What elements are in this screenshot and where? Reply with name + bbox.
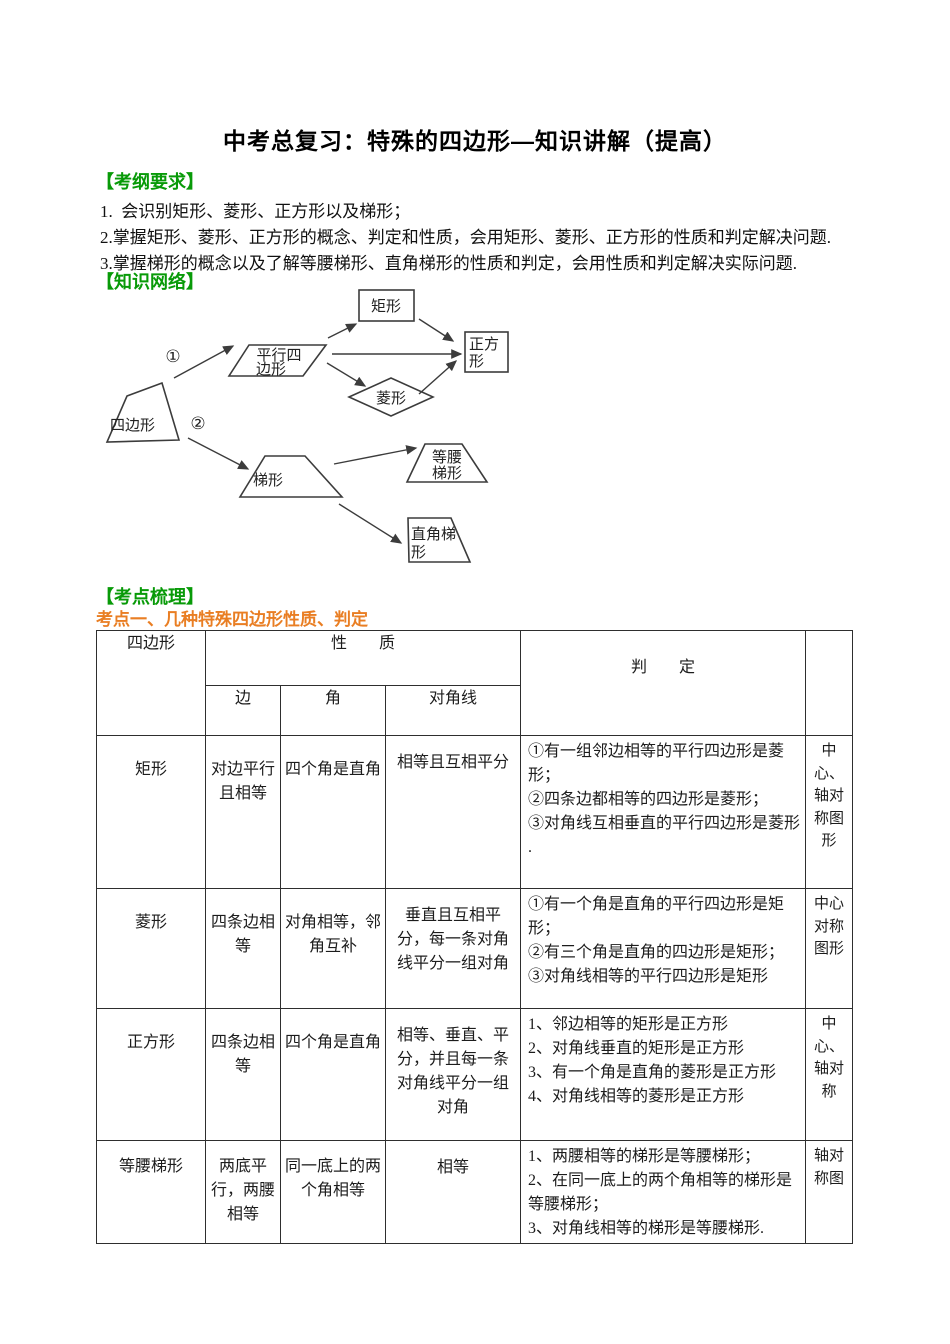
- header-cell-judgement: 判 定: [520, 630, 807, 736]
- table-header-row-2: 边 角 对角线: [97, 685, 853, 736]
- header-cell-symmetry: [805, 630, 854, 736]
- rectangle-node-label: 矩形: [371, 298, 401, 315]
- header-cell-angle: 角: [280, 685, 386, 736]
- arrow-quad-to-parallelogram: [173, 345, 235, 379]
- cell-name: 等腰梯形: [96, 1140, 206, 1244]
- cell-side: 四条边相等: [205, 1008, 281, 1141]
- cell-judgement: 1、邻边相等的矩形是正方形 2、对角线垂直的矩形是正方形 3、有一个角是直角的菱…: [520, 1008, 807, 1141]
- arrow-parallelogram-to-rectangle: [327, 323, 358, 339]
- cell-name: 矩形: [96, 735, 206, 889]
- table-row-square: 正方形 四条边相等 四个角是直角 相等、垂直、平分，并且每一条对角线平分一组对角…: [96, 1008, 854, 1141]
- cell-diagonal: 相等、垂直、平分，并且每一条对角线平分一组对角: [384, 1008, 522, 1141]
- table-row-iso-trapezoid: 等腰梯形 两底平行，两腰相等 同一底上的两个角相等 相等 1、两腰相等的梯形是等…: [96, 1140, 854, 1244]
- iso-trapezoid-node-label-line2: 梯形: [432, 465, 462, 482]
- iso-trapezoid-node-label-line1: 等腰: [432, 448, 462, 466]
- right-trapezoid-node-shape: [407, 517, 472, 563]
- cell-diagonal: 相等: [384, 1140, 522, 1244]
- quadrilateral-node-label: 四边形: [110, 417, 155, 434]
- parallelogram-node-shape: [227, 344, 328, 377]
- right-trapezoid-node-label-line2: 形: [411, 544, 426, 561]
- cell-angle: 同一底上的两个角相等: [280, 1140, 386, 1244]
- trapezoid-node-label: 梯形: [253, 472, 283, 489]
- outline-item-1: 1. 会识别矩形、菱形、正方形以及梯形；: [100, 202, 411, 221]
- iso-trapezoid-node-shape: [405, 443, 489, 483]
- table-row-rhombus: 菱形 四条边相等 对角相等，邻角互补 垂直且互相平分，每一条对角线平分一组对角 …: [96, 888, 854, 1009]
- outline-item-2: 2.掌握矩形、菱形、正方形的概念、判定和性质，会用矩形、菱形、正方形的性质和判定…: [100, 228, 831, 247]
- cell-symmetry: 轴对称图: [805, 1140, 854, 1244]
- path1-label: ①: [165, 347, 180, 366]
- quadrilateral-properties-table: 四边形 性 质 判 定 边 角 对角线 矩形 对边平行且相等 四个角是直角 相等…: [96, 630, 854, 1244]
- section-heading-network: 【知识网络】: [96, 272, 204, 292]
- knowledge-network-diagram: 四边形 ① ② 平行四 边形 矩形 正方 形 菱形 梯形 等腰 梯形 直角梯 形: [105, 289, 509, 563]
- cell-diagonal: 垂直且互相平分，每一条对角线平分一组对角: [384, 888, 522, 1009]
- rectangle-node-shape: [358, 289, 415, 322]
- cell-side: 四条边相等: [205, 888, 281, 1009]
- cell-side: 两底平行，两腰相等: [205, 1140, 281, 1244]
- cell-symmetry: 中心对称图形: [805, 888, 854, 1009]
- rhombus-node-shape: [347, 377, 435, 417]
- trapezoid-node-shape: [238, 455, 344, 498]
- cell-name: 菱形: [96, 888, 206, 1009]
- arrow-rhombus-to-square: [418, 360, 458, 395]
- arrow-parallelogram-to-rhombus: [326, 362, 367, 387]
- cell-diagonal: 相等且互相平分: [384, 735, 522, 889]
- right-trapezoid-node-label-line1: 直角梯: [411, 526, 456, 543]
- path2-label: ②: [190, 414, 205, 433]
- cell-angle: 四个角是直角: [280, 735, 386, 889]
- header-cell-side: 边: [205, 685, 281, 736]
- outline-item-3: 3.掌握梯形的概念以及了解等腰梯形、直角梯形的性质和判定，会用性质和判定解决实际…: [100, 254, 797, 273]
- cell-name: 正方形: [96, 1008, 206, 1141]
- cell-judgement: 1、两腰相等的梯形是等腰梯形； 2、在同一底上的两个角相等的梯形是等腰梯形； 3…: [520, 1140, 807, 1244]
- parallelogram-node-label-line2: 边形: [256, 361, 286, 378]
- quadrilateral-node-shape: [105, 381, 181, 443]
- header-cell-diagonal: 对角线: [384, 685, 522, 736]
- table-header-row-1: 四边形 性 质 判 定: [96, 630, 854, 736]
- header-cell-quadrilateral: 四边形: [96, 630, 206, 736]
- table-row-rectangle: 矩形 对边平行且相等 四个角是直角 相等且互相平分 ①有一组邻边相等的平行四边形…: [96, 735, 854, 889]
- header-cell-properties: 性 质: [204, 630, 522, 686]
- square-node-label-line1: 正方: [469, 336, 499, 353]
- rhombus-node-label: 菱形: [376, 390, 406, 407]
- cell-symmetry: 中心、轴对称图形: [805, 735, 854, 889]
- arrow-rectangle-to-square: [418, 318, 455, 342]
- arrow-quad-to-trapezoid: [187, 437, 250, 470]
- arrow-trapezoid-to-iso-trapezoid: [333, 445, 418, 465]
- cell-side: 对边平行且相等: [205, 735, 281, 889]
- section-heading-outline: 【考纲要求】: [96, 172, 204, 192]
- cell-angle: 对角相等，邻角互补: [280, 888, 386, 1009]
- topic1-heading: 考点一、几种特殊四边形性质、判定: [96, 610, 368, 629]
- square-node-shape: [464, 331, 509, 373]
- parallelogram-node-label-line1: 平行四: [256, 347, 301, 364]
- square-node-label-line2: 形: [469, 353, 484, 370]
- cell-symmetry: 中心、轴对称: [805, 1008, 854, 1141]
- cell-judgement: ①有一个角是直角的平行四边形是矩形； ②有三个角是直角的四边形是矩形； ③对角线…: [520, 888, 807, 1009]
- page-title: 中考总复习：特殊的四边形—知识讲解（提高）: [223, 128, 727, 154]
- cell-judgement: ①有一组邻边相等的平行四边形是菱形； ②四条边都相等的四边形是菱形； ③对角线互…: [520, 735, 807, 889]
- section-heading-points: 【考点梳理】: [96, 587, 204, 607]
- cell-angle: 四个角是直角: [280, 1008, 386, 1141]
- arrow-trapezoid-to-right-trapezoid: [338, 503, 403, 544]
